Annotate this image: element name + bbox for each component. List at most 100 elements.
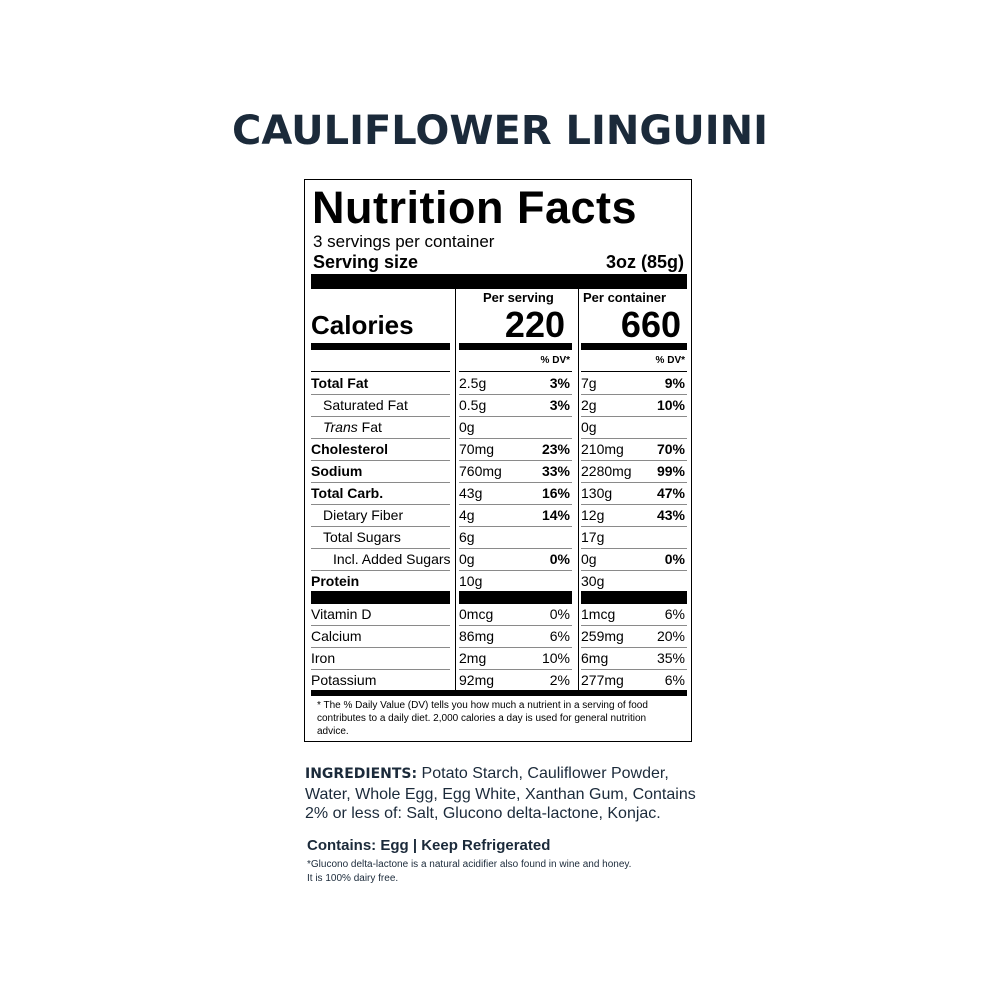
calories-label: Calories [311, 310, 414, 340]
nutrient-amount: 10g [459, 573, 483, 589]
row-rule [459, 526, 572, 527]
vitamin-dv: 6% [664, 606, 685, 622]
nutrient-dv: 43% [656, 507, 685, 523]
row-rule [459, 482, 572, 483]
row-rule [459, 570, 572, 571]
row-rule [311, 371, 450, 372]
row-rule [581, 460, 687, 461]
row-rule [581, 669, 687, 670]
nutrient-dv: 47% [656, 485, 685, 501]
ingredients-block: INGREDIENTS: Potato Starch, Cauliflower … [305, 764, 705, 824]
row-rule [311, 570, 450, 571]
vitamin-label: Iron [311, 650, 336, 666]
nutrient-dv: 10% [656, 397, 685, 413]
row-rule [459, 460, 572, 461]
row-rule [581, 526, 687, 527]
row-rule [581, 416, 687, 417]
nutrient-amount: 2280mg [581, 463, 632, 479]
footnote-divider [311, 690, 687, 696]
calories-per-container: 660 [620, 304, 681, 345]
protein-divider-label [311, 591, 450, 604]
nutrient-amount: 6g [459, 529, 475, 545]
row-rule [311, 625, 450, 626]
nutrient-label: Sodium [311, 463, 363, 479]
vitamin-amount: 277mg [581, 672, 624, 688]
nutrient-label: Total Carb. [311, 485, 384, 501]
nutrient-label: Cholesterol [311, 441, 389, 457]
nutrient-label: Saturated Fat [323, 397, 408, 413]
nutrient-label: Protein [311, 573, 360, 589]
vitamin-amount: 92mg [459, 672, 495, 688]
nutrient-dv: 70% [656, 441, 685, 457]
thick-divider [311, 274, 687, 289]
per-serving-header: Per serving [483, 290, 554, 305]
row-rule [311, 526, 450, 527]
product-title: CAULIFLOWER LINGUINI [232, 108, 768, 154]
row-rule [311, 482, 450, 483]
serving-size-value: 3oz (85g) [605, 252, 684, 272]
servings-per-container: 3 servings per container [313, 232, 495, 251]
row-rule [459, 669, 572, 670]
row-rule [311, 438, 450, 439]
row-rule [459, 625, 572, 626]
row-rule [311, 647, 450, 648]
nutrient-amount: 0g [459, 419, 475, 435]
row-rule [581, 438, 687, 439]
nutrient-dv: 9% [664, 375, 685, 391]
row-rule [311, 548, 450, 549]
vitamin-amount: 6mg [581, 650, 609, 666]
row-rule [311, 460, 450, 461]
nutrient-label: Incl. Added Sugars [333, 551, 451, 567]
nutrient-amount: 760mg [459, 463, 502, 479]
protein-divider-container [581, 591, 687, 604]
nutrient-amount: 30g [581, 573, 605, 589]
row-rule [311, 416, 450, 417]
vitamin-amount: 259mg [581, 628, 624, 644]
vitamin-dv: 0% [549, 606, 570, 622]
nutrient-dv: 33% [541, 463, 570, 479]
row-rule [459, 504, 572, 505]
calories-divider-label [311, 343, 450, 350]
row-rule [459, 416, 572, 417]
nutrient-amount: 210mg [581, 441, 624, 457]
acidifier-note-line-2: It is 100% dairy free. [307, 873, 399, 884]
serving-size-label: Serving size [313, 252, 419, 272]
dv-header-serving: % DV* [540, 355, 570, 366]
row-rule [581, 625, 687, 626]
vitamin-label: Potassium [311, 672, 377, 688]
nutrient-dv: 23% [541, 441, 570, 457]
acidifier-note: *Glucono delta-lactone is a natural acid… [307, 858, 707, 886]
nutrient-amount: 0g [581, 551, 597, 567]
nutrition-facts-title: Nutrition Facts [312, 182, 638, 233]
row-rule [581, 504, 687, 505]
vitamin-dv: 6% [549, 628, 570, 644]
nutrient-amount: 0.5g [459, 397, 487, 413]
nutrient-amount: 12g [581, 507, 605, 523]
row-rule [459, 548, 572, 549]
vitamin-amount: 86mg [459, 628, 495, 644]
vitamin-amount: 2mg [459, 650, 487, 666]
per-container-header: Per container [583, 290, 667, 305]
row-rule [581, 482, 687, 483]
row-rule [459, 647, 572, 648]
nutrient-amount: 7g [581, 375, 597, 391]
nutrient-dv: 3% [549, 375, 570, 391]
row-rule [581, 570, 687, 571]
nutrient-dv: 0% [549, 551, 570, 567]
nutrient-label-trans-fat: Trans Fat [323, 419, 382, 435]
nutrient-dv: 3% [549, 397, 570, 413]
ingredients-label: INGREDIENTS: [305, 766, 418, 782]
vitamin-dv: 2% [549, 672, 570, 688]
nutrient-label: Dietary Fiber [323, 507, 404, 523]
nutrient-dv: 99% [656, 463, 685, 479]
row-rule [311, 504, 450, 505]
row-rule [581, 394, 687, 395]
nutrient-dv: 14% [541, 507, 570, 523]
calories-divider-serving [459, 343, 572, 350]
nutrient-amount: 130g [581, 485, 613, 501]
row-rule [581, 371, 687, 372]
row-rule [311, 669, 450, 670]
row-rule [459, 438, 572, 439]
vitamin-dv: 35% [656, 650, 685, 666]
trans-italic: Trans [323, 419, 358, 435]
